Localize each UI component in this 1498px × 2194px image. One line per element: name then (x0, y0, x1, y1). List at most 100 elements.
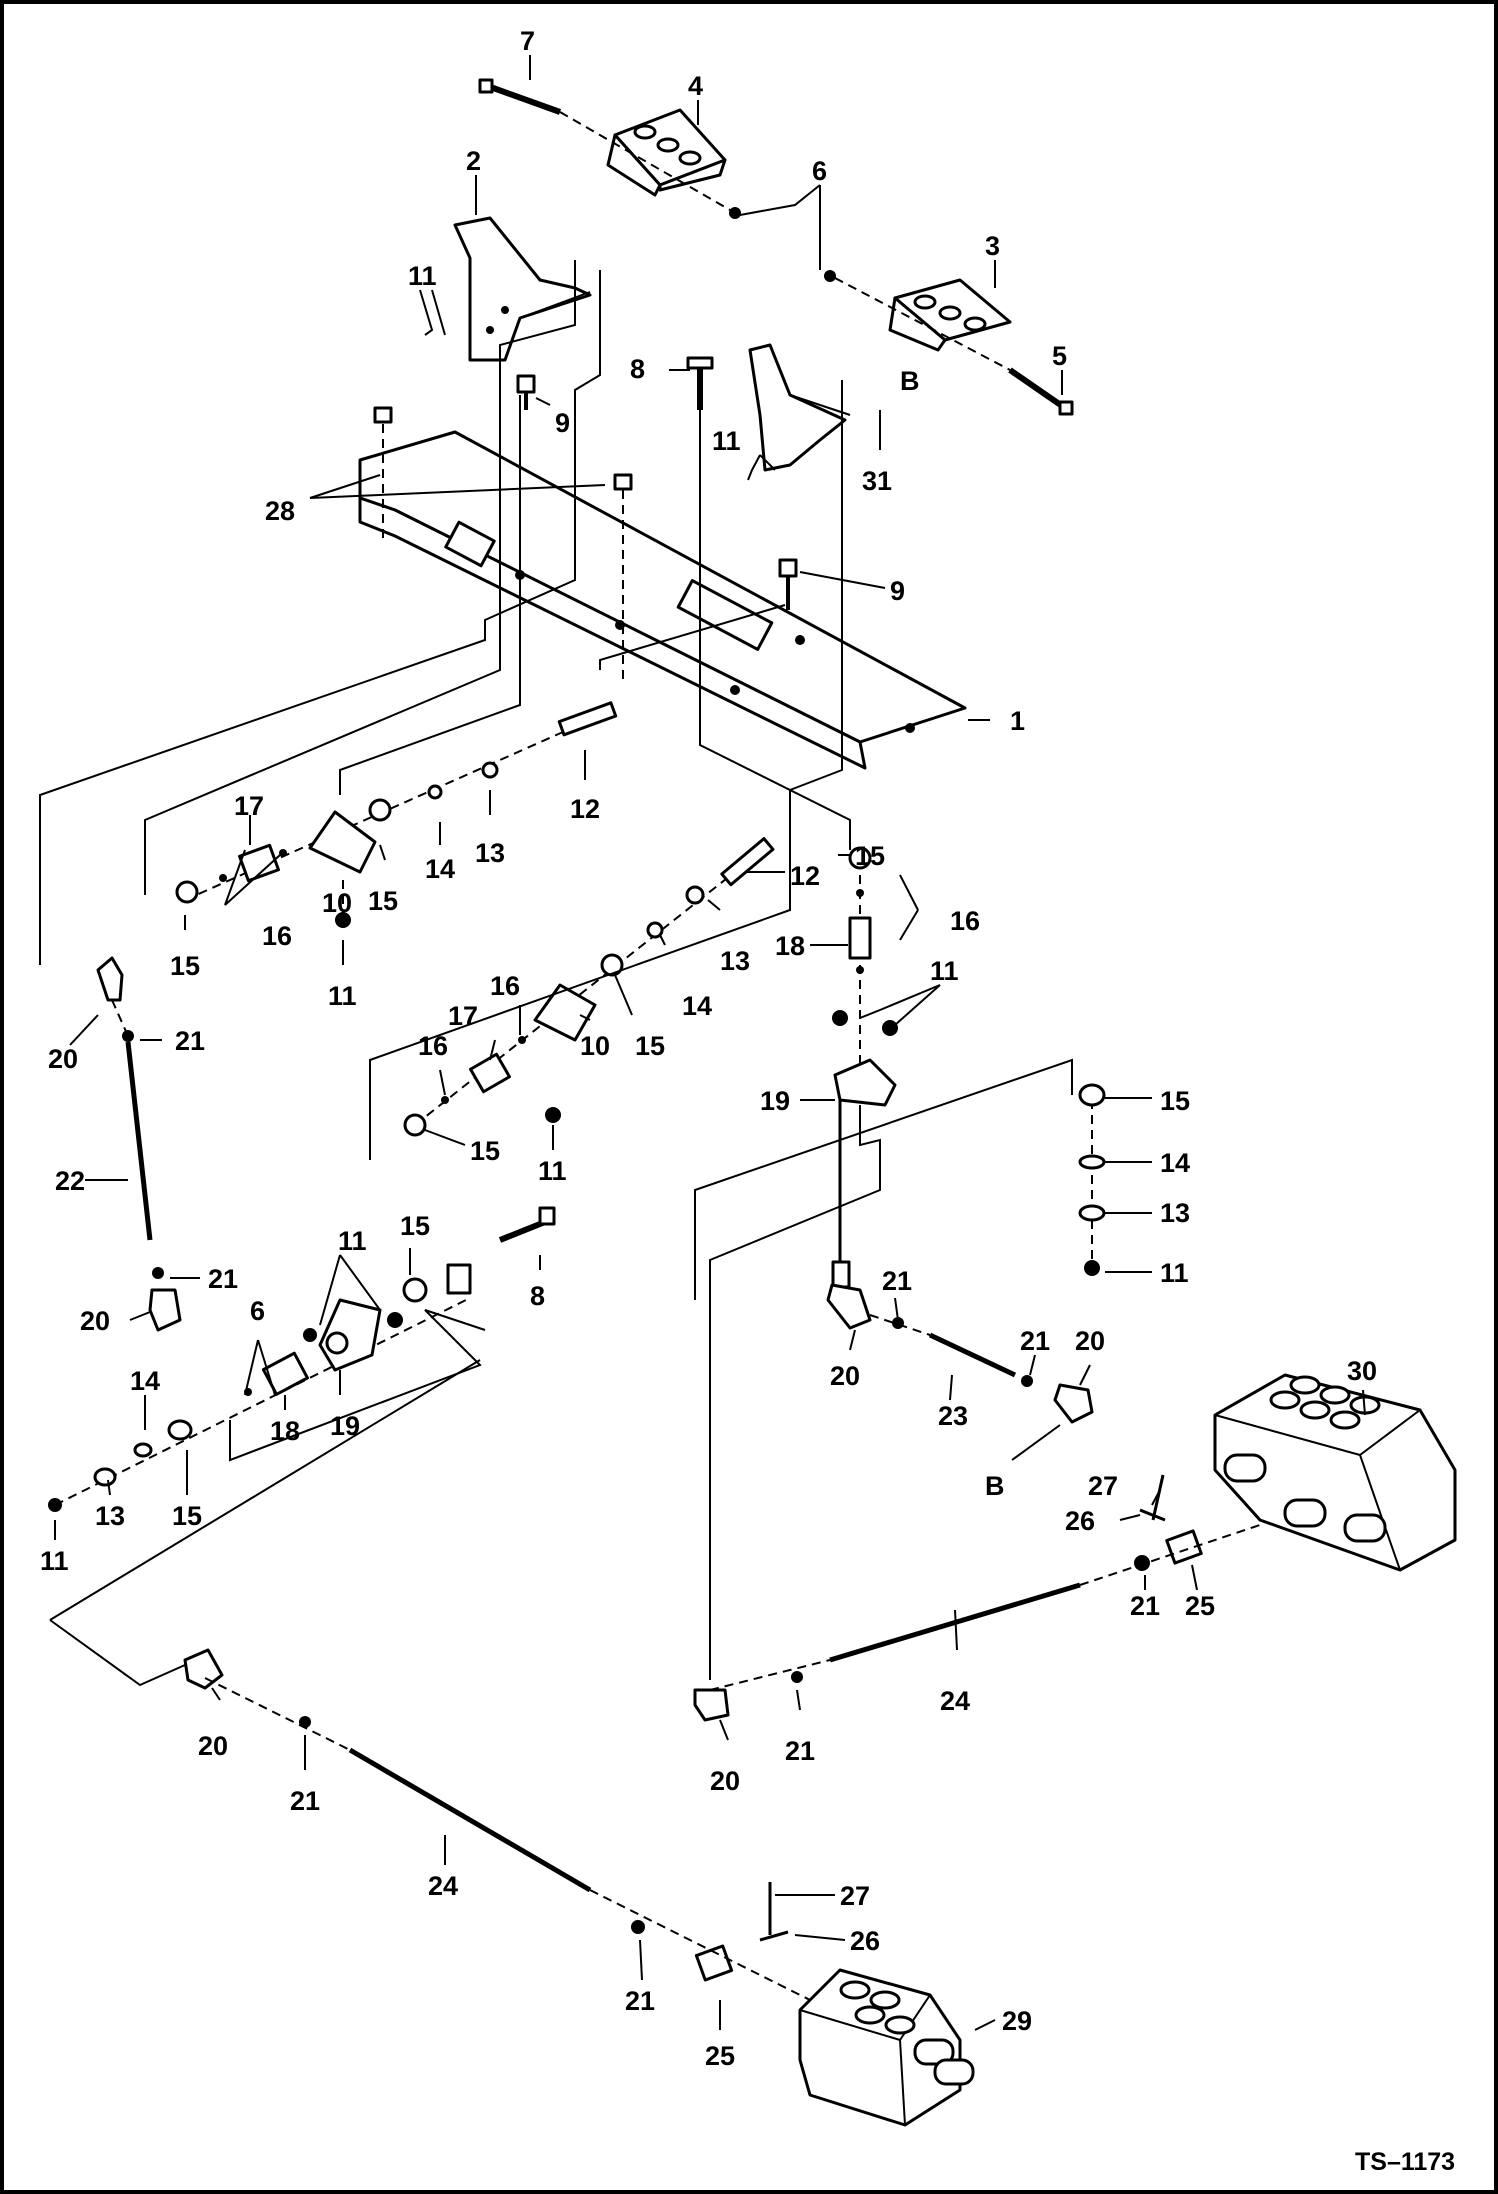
ref-21-d: 21 (1020, 1326, 1050, 1356)
mounting-plate (358, 430, 967, 770)
rod-23 (826, 1283, 1094, 1424)
ref-13-d: 13 (95, 1501, 125, 1531)
ref-11-g: 11 (338, 1226, 367, 1256)
lever-assembly-middle (403, 837, 775, 1137)
ref-13-c: 13 (1160, 1198, 1190, 1228)
ref-14-b: 14 (682, 991, 712, 1021)
ref-21-h: 21 (625, 1986, 655, 2016)
ref-2: 2 (466, 146, 481, 176)
ref-14-c: 14 (1160, 1148, 1190, 1178)
ref-21-f: 21 (785, 1736, 815, 1766)
hinge-plate-3 (888, 278, 1012, 352)
hinge-plate-4 (606, 108, 727, 197)
ref-6-b: 6 (250, 1296, 265, 1326)
ref-11-b: 11 (712, 426, 741, 456)
drawing-id: TS–1173 (1355, 2148, 1455, 2176)
ref-12-b: 12 (790, 861, 820, 891)
ref-22: 22 (55, 1166, 85, 1196)
ref-1: 1 (1010, 706, 1025, 736)
ref-21-a: 21 (175, 1026, 205, 1056)
ref-15-top: 15 (855, 841, 885, 871)
ref-6: 6 (812, 156, 827, 186)
bracket-right (748, 343, 851, 472)
reference-labels: 7 4 2 6 3 5 8 9 11 B 11 31 28 9 1 12 13 … (40, 26, 1455, 2176)
ref-15-a: 15 (368, 886, 398, 916)
ref-10-a: 10 (322, 888, 352, 918)
ref-13-b: 13 (720, 946, 750, 976)
ref-11-e: 11 (930, 956, 959, 986)
screw-28-a (373, 406, 393, 540)
ref-8-top: 8 (630, 354, 645, 384)
screw-9-left (516, 374, 536, 410)
pins-left (759, 1882, 789, 1942)
ref-21-e: 21 (1130, 1591, 1160, 1621)
ref-24-a: 24 (940, 1686, 970, 1716)
screw-28-b (613, 473, 633, 680)
vertical-pivot-assembly (831, 846, 898, 1289)
ref-11-a: 11 (408, 261, 437, 291)
ref-21-b: 21 (208, 1264, 238, 1294)
ref-5: 5 (1052, 341, 1067, 371)
ref-20-a: 20 (48, 1044, 78, 1074)
ref-11-f: 11 (1160, 1258, 1189, 1288)
ref-20-b: 20 (80, 1306, 110, 1336)
ref-8-bottom: 8 (530, 1281, 545, 1311)
ref-11-d: 11 (538, 1156, 567, 1186)
ref-20-d: 20 (830, 1361, 860, 1391)
ref-27-b: 27 (840, 1881, 870, 1911)
ref-16-c: 16 (418, 1031, 448, 1061)
ref-26-b: 26 (850, 1926, 880, 1956)
rod-24-right (693, 1524, 1261, 1722)
ref-11-h: 11 (40, 1546, 69, 1576)
ref-18-b: 18 (270, 1416, 300, 1446)
ref-25-a: 25 (1185, 1591, 1215, 1621)
rod-24-left (183, 1648, 811, 2001)
ref-23: 23 (938, 1401, 968, 1431)
ref-31: 31 (862, 466, 892, 496)
ref-24-b: 24 (428, 1871, 458, 1901)
ref-12-a: 12 (570, 794, 600, 824)
bolt-5 (824, 270, 1074, 416)
ref-15-g: 15 (172, 1501, 202, 1531)
ref-16-a: 16 (262, 921, 292, 951)
ref-29: 29 (1002, 2006, 1032, 2036)
ref-4: 4 (688, 71, 703, 101)
ref-15-c: 15 (635, 1031, 665, 1061)
ref-B-top: B (900, 366, 920, 396)
ref-10-b: 10 (580, 1031, 610, 1061)
pins-right (1139, 1474, 1166, 1522)
ref-11-c: 11 (328, 981, 357, 1011)
ref-17-b: 17 (448, 1001, 478, 1031)
bracket-left (453, 216, 592, 362)
ref-15-b: 15 (170, 951, 200, 981)
control-valve-30 (1213, 1373, 1457, 1572)
ref-15-e: 15 (1160, 1086, 1190, 1116)
ref-14-a: 14 (425, 854, 455, 884)
ref-30: 30 (1347, 1356, 1377, 1386)
ref-20-f: 20 (198, 1731, 228, 1761)
ref-3: 3 (985, 231, 1000, 261)
ref-16-d: 16 (950, 906, 980, 936)
screw-9-right (778, 558, 798, 610)
ref-16-b: 16 (490, 971, 520, 1001)
ref-20-c: 20 (1075, 1326, 1105, 1356)
rod-22 (96, 956, 182, 1332)
lever-assembly-upper (175, 701, 618, 928)
ref-7: 7 (520, 26, 535, 56)
ref-28: 28 (265, 496, 295, 526)
washer-stack-right (1078, 1083, 1106, 1276)
ref-20-e: 20 (710, 1766, 740, 1796)
bolt-8-top (686, 356, 714, 410)
ref-19-b: 19 (330, 1411, 360, 1441)
control-valve-29 (798, 1968, 975, 2127)
linkage-outlines (39, 260, 1073, 1687)
ref-18-a: 18 (775, 931, 805, 961)
ref-13-a: 13 (475, 838, 505, 868)
ref-9-left: 9 (555, 408, 570, 438)
leader-lines (54, 55, 1366, 2031)
ref-21-g: 21 (290, 1786, 320, 1816)
ref-26-a: 26 (1065, 1506, 1095, 1536)
ref-15-f: 15 (400, 1211, 430, 1241)
